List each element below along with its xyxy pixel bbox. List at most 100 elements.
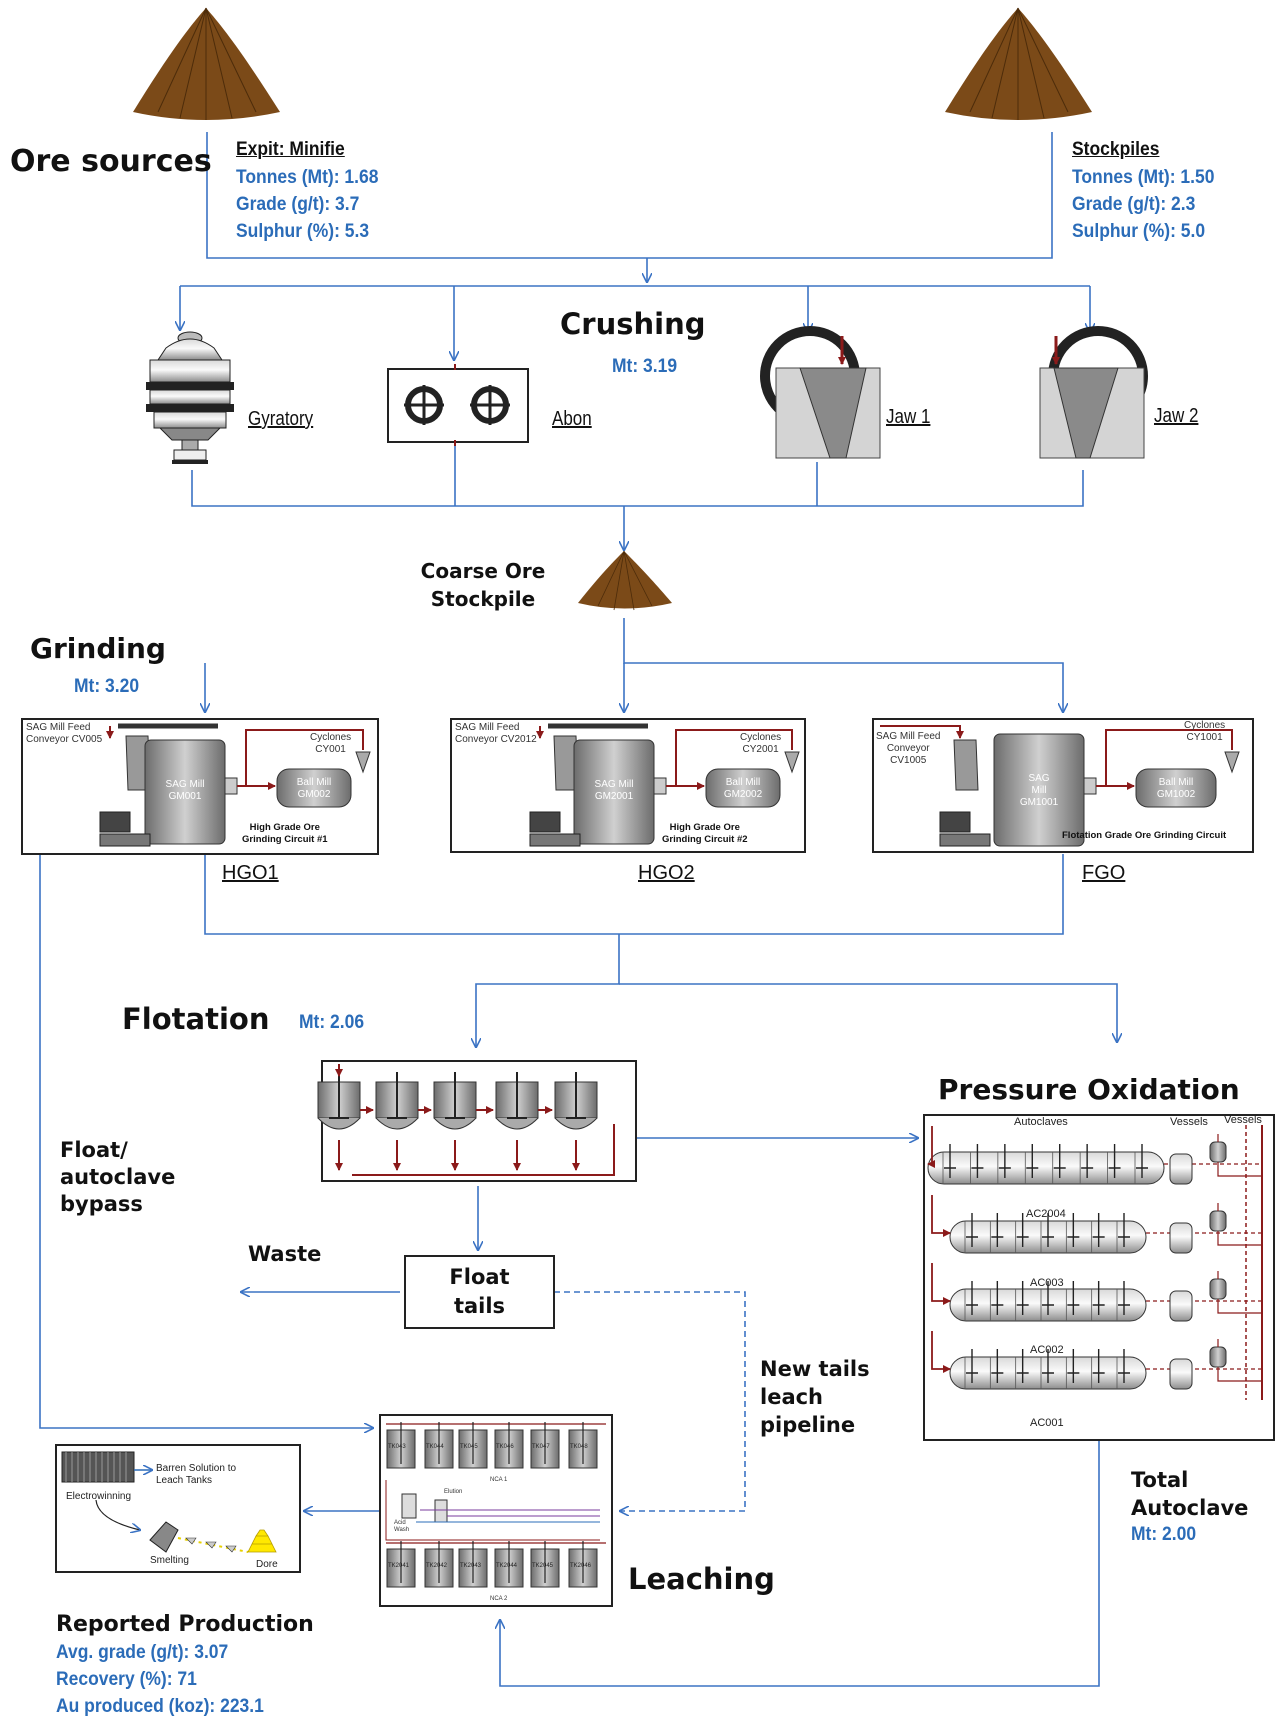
autoclaves-label: Autoclaves — [1014, 1116, 1068, 1128]
autoclave-vessel — [931, 1331, 1262, 1390]
total-autoclave-mt: Mt: 2.00 — [1131, 1524, 1197, 1545]
pressure-oxidation-title: Pressure Oxidation — [938, 1073, 1240, 1106]
nca2-label: NCA 2 — [490, 1596, 508, 1602]
flotation-cell — [317, 1072, 374, 1171]
flotation-cell — [554, 1072, 598, 1171]
crusher-label-abon: Abon — [552, 408, 592, 430]
vessels-label-2: Vessels — [1224, 1114, 1262, 1126]
flotation-title: Flotation — [122, 1002, 270, 1036]
leach-tank — [424, 1541, 454, 1588]
fgo-caption: Flotation Grade Ore Grinding Circuit — [1062, 830, 1227, 841]
grinding-circuit-hgo2 — [450, 718, 806, 853]
leach-tank — [530, 1541, 560, 1588]
new-tails-leach-pipeline-line — [554, 1291, 746, 1511]
reported-production-title: Reported Production — [56, 1612, 314, 1637]
grinding-label-fgo: FGO — [1082, 862, 1126, 884]
grinding-circuit-fgo — [872, 718, 1254, 853]
grinding-mt: Mt: 3.20 — [74, 676, 140, 697]
leach-tank — [386, 1541, 416, 1588]
leaching-tanks — [379, 1414, 613, 1607]
leach-tank — [568, 1422, 598, 1469]
leach-tank-label: TK047 — [532, 1444, 550, 1450]
leach-tank-label: TK2042 — [426, 1563, 448, 1569]
autoclave-label-ac001: AC001 — [1030, 1417, 1064, 1429]
leach-tank-label: TK045 — [460, 1444, 478, 1450]
grinding-circuit-hgo1 — [21, 718, 379, 855]
leach-tank — [568, 1541, 598, 1588]
grinding-label-hgo2: HGO2 — [638, 862, 695, 884]
flotation-cell — [433, 1072, 494, 1171]
autoclave-label-ac003: AC003 — [1030, 1277, 1064, 1289]
autoclave-vessel — [927, 1126, 1262, 1185]
electrowinning-label: Electrowinning — [66, 1491, 132, 1502]
leach-tank-label: TK2046 — [570, 1563, 592, 1569]
coarse-ore-stockpile-pile — [578, 550, 672, 611]
stockpiles-tonnes: Tonnes (Mt): 1.50 — [1072, 167, 1215, 188]
flotation-cell — [495, 1072, 553, 1171]
expit-ore-pile — [133, 7, 280, 120]
stockpiles-grade: Grade (g/t): 2.3 — [1072, 194, 1196, 215]
leach-tank — [494, 1541, 524, 1588]
vessels-label-1: Vessels — [1170, 1116, 1208, 1128]
flotation-cell — [375, 1072, 432, 1171]
leach-tank-label: TK046 — [496, 1444, 514, 1450]
jaw-crusher-1-icon — [760, 326, 881, 459]
leach-tank — [530, 1422, 560, 1469]
leach-tank — [458, 1422, 488, 1469]
autoclave-label-ac2004: AC2004 — [1026, 1208, 1066, 1220]
flotation-cells — [317, 1060, 637, 1182]
ore-feed-lines — [39, 132, 1117, 1687]
expit-grade: Grade (g/t): 3.7 — [236, 194, 360, 215]
production-grade: Avg. grade (g/t): 3.07 — [56, 1642, 229, 1663]
leach-tank-label: TK043 — [388, 1444, 406, 1450]
dore-label: Dore — [256, 1559, 278, 1570]
gyratory-crusher-icon — [146, 331, 234, 464]
leach-tank-label: TK2043 — [460, 1563, 482, 1569]
abon-crusher-icon — [387, 364, 529, 446]
leach-tank-label: TK048 — [570, 1444, 588, 1450]
crushing-title: Crushing — [560, 307, 706, 341]
stockpiles-sulphur: Sulphur (%): 5.0 — [1072, 221, 1206, 242]
crushing-mt: Mt: 3.19 — [612, 356, 678, 377]
crusher-label-jaw1: Jaw 1 — [886, 406, 931, 428]
grinding-label-hgo1: HGO1 — [222, 862, 279, 884]
smelting-label: Smelting — [150, 1555, 189, 1566]
waste-label: Waste — [248, 1242, 322, 1266]
autoclave-label-ac002: AC002 — [1030, 1344, 1064, 1356]
jaw-crusher-2-icon — [1039, 326, 1148, 459]
grinding-title: Grinding — [30, 632, 166, 665]
elution-label: Elution — [444, 1489, 463, 1495]
flotation-mt: Mt: 2.06 — [299, 1012, 365, 1033]
leach-tank-label: TK2041 — [388, 1563, 410, 1569]
ore-sources-title: Ore sources — [10, 144, 212, 179]
crusher-label-gyratory: Gyratory — [248, 408, 314, 430]
stockpiles-name: Stockpiles — [1072, 139, 1160, 160]
stockpiles-ore-pile — [945, 7, 1092, 120]
crusher-label-jaw2: Jaw 2 — [1154, 405, 1199, 427]
leach-tank-label: TK2044 — [496, 1563, 518, 1569]
nca1-label: NCA 1 — [490, 1477, 508, 1483]
leach-tank-label: TK044 — [426, 1444, 444, 1450]
expit-tonnes: Tonnes (Mt): 1.68 — [236, 167, 379, 188]
float-tails-box — [404, 1255, 555, 1329]
production-recovery: Recovery (%): 71 — [56, 1669, 197, 1690]
autoclave-vessel — [931, 1263, 1262, 1322]
